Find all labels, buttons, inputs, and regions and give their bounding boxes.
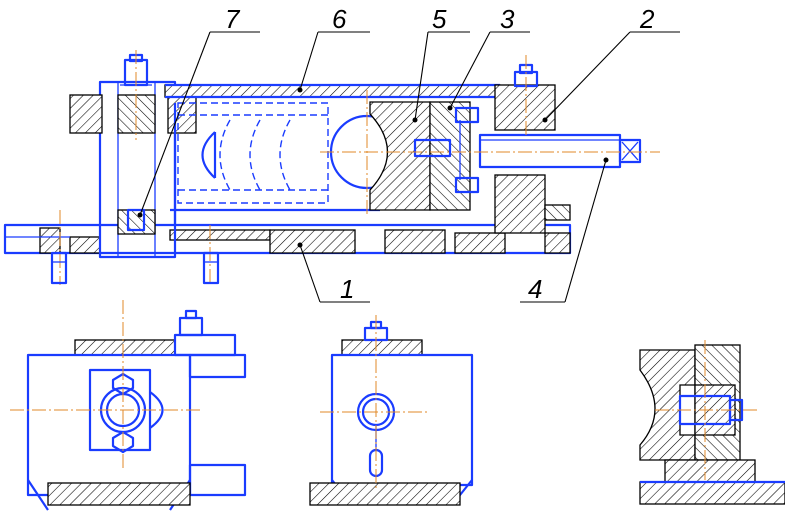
spring-region: [177, 102, 329, 204]
label-2: 2: [639, 4, 655, 34]
right-detail-view: [639, 340, 785, 505]
label-6: 6: [332, 4, 347, 34]
screw: [478, 133, 642, 169]
part-labels: 7 6 5 3 2 1 4: [137, 4, 680, 304]
label-1: 1: [340, 274, 354, 304]
top-cover: [164, 83, 501, 99]
left-frame: [69, 53, 197, 259]
left-end-view: [10, 300, 247, 511]
label-4: 4: [528, 274, 542, 304]
clamp-pins: [454, 106, 480, 194]
middle-end-view: [309, 315, 474, 506]
label-3: 3: [500, 4, 515, 34]
label-7: 7: [225, 4, 241, 34]
right-housing: [494, 63, 571, 234]
label-5: 5: [432, 4, 447, 34]
main-section-view: [3, 50, 660, 285]
base-plate: [3, 223, 572, 255]
